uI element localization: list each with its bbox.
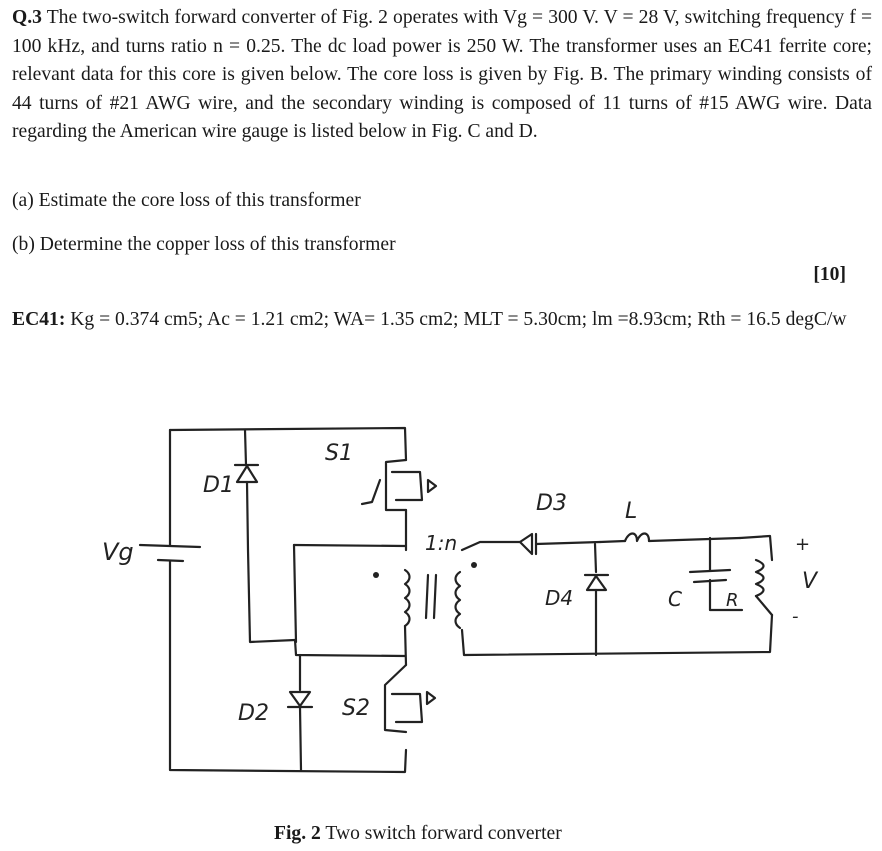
top-rail-wire [168, 426, 408, 462]
label-plus: + [795, 534, 810, 555]
primary-bottom-wire [403, 624, 408, 667]
circuit-figure: Vg D1 S1 1:n D3 L D4 C R + V - D2 S2 [80, 410, 840, 790]
caption-text: Two switch forward converter [325, 823, 562, 844]
d1-wire-bottom [245, 480, 297, 644]
secondary-dot [471, 562, 477, 568]
inductor-coil [623, 532, 651, 543]
d4-diode [583, 573, 610, 592]
d3-diode [518, 532, 538, 556]
core-bars [424, 573, 438, 620]
resistor-bottom-wire [754, 594, 774, 617]
secondary-winding [454, 570, 462, 630]
core-rth: Rth = 16.5 degC/w [697, 309, 847, 330]
label-d2: D2 [238, 701, 269, 726]
lower-node-wire [293, 638, 407, 658]
core-mlt: MLT = 5.30cm; [463, 309, 588, 330]
part-a: (a) Estimate the core loss of this trans… [12, 190, 361, 211]
label-v: V [802, 569, 819, 594]
label-d4: D4 [545, 586, 573, 610]
primary-left-wire [292, 543, 298, 644]
resistor-squiggle [754, 558, 765, 598]
label-d3: D3 [536, 491, 567, 516]
core-kg: Kg = 0.374 cm5; [70, 309, 204, 330]
output-bottom-rail [460, 613, 774, 657]
figure-caption: Fig. 2 Two switch forward converter [274, 823, 562, 845]
core-data: EC41: Kg = 0.374 cm5; Ac = 1.21 cm2; WA=… [12, 306, 872, 333]
d1-diode [233, 463, 260, 484]
cap-bottom-wire [708, 578, 744, 612]
s1-body-diode [426, 478, 438, 494]
label-vg: Vg [102, 538, 134, 566]
primary-dot [373, 572, 379, 578]
label-c: C [668, 587, 682, 611]
core-lm: lm =8.93cm; [592, 309, 693, 330]
s1-gate [390, 470, 424, 502]
core-ac: Ac = 1.21 cm2; [207, 309, 330, 330]
marks-label: [10] [813, 264, 846, 285]
label-d1: D1 [203, 473, 234, 498]
label-s2: S2 [342, 696, 370, 721]
primary-top-wire [292, 543, 407, 548]
question-paragraph: Q.3 The two-switch forward converter of … [12, 4, 872, 147]
d2-diode [286, 690, 314, 709]
label-ratio: 1:n [425, 531, 457, 555]
label-minus: - [792, 606, 799, 627]
core-wa: WA= 1.35 cm2; [333, 309, 459, 330]
caption-number: Fig. 2 [274, 823, 321, 844]
s2-body [383, 663, 408, 734]
bottom-rail-wire [168, 559, 408, 774]
circuit-diagram: Vg D1 S1 1:n D3 L D4 C R + V - D2 S2 [102, 426, 819, 774]
source-plate-long [138, 543, 202, 549]
d1-wire-top [243, 428, 248, 467]
part-b: (b) Determine the copper loss of this tr… [12, 234, 396, 255]
s1-gate-lead [360, 478, 382, 506]
question-number: Q.3 [12, 7, 42, 28]
s1-body [384, 458, 408, 512]
question-text: The two-switch forward converter of Fig.… [12, 7, 872, 143]
core-label: EC41: [12, 309, 66, 330]
d4-wire-top [593, 542, 598, 574]
s2-gate [390, 692, 424, 724]
d2-wire-bottom [298, 705, 303, 772]
label-s1: S1 [325, 441, 353, 466]
inductor-lead-out [647, 536, 742, 543]
primary-winding [403, 568, 411, 628]
load-top-wire [738, 534, 774, 562]
inductor-lead-in [598, 539, 627, 544]
s2-body-diode [425, 690, 437, 706]
secondary-top-wire [460, 540, 522, 552]
label-l: L [625, 499, 637, 524]
d3-to-node-wire [534, 540, 602, 546]
label-r: R [726, 590, 739, 611]
